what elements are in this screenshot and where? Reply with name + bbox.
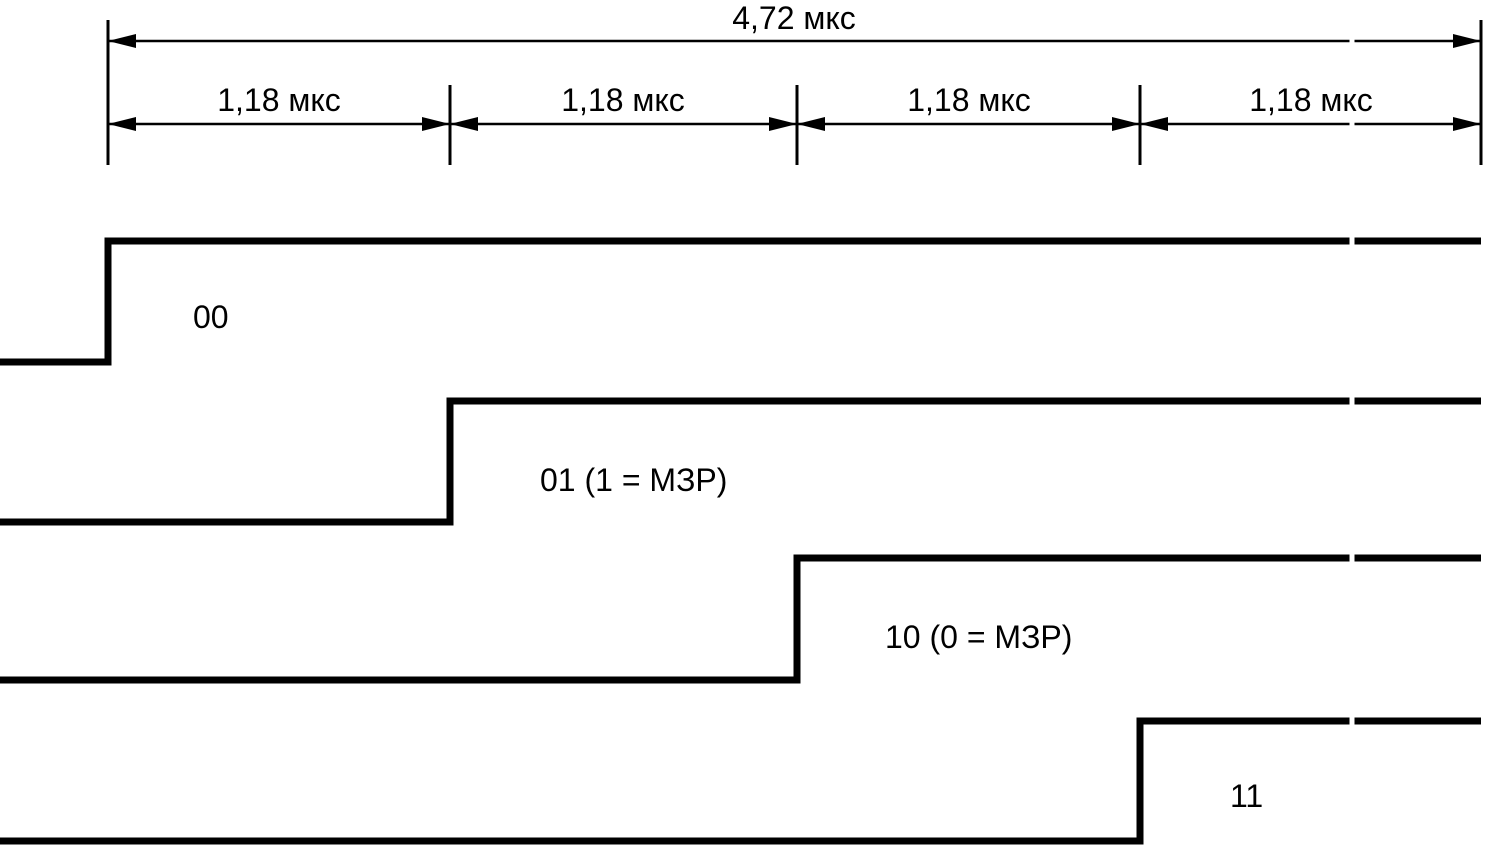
segment-arrow [422,117,450,131]
waveform-line-00 [0,237,1481,366]
segment-arrow [450,117,478,131]
waveform-label-10: 10 (0 = МЗР) [885,619,1072,655]
total-dimension: 4,72 мкс [108,0,1481,48]
segment-arrow [769,117,797,131]
segment-label-3: 1,18 мкс [907,82,1031,118]
segment-label-4: 1,18 мкс [1249,82,1373,118]
segment-label-2: 1,18 мкс [561,82,685,118]
waveform-line-10 [0,554,1481,684]
segment-arrow [1453,117,1481,131]
total-arrow-left [108,34,136,48]
waveform-01: 01 (1 = МЗР) [0,397,1481,526]
segment-arrow [1112,117,1140,131]
total-arrow-right [1453,34,1481,48]
waveform-label-11: 11 [1230,778,1263,814]
segment-arrow [1140,117,1168,131]
waveform-label-01: 01 (1 = МЗР) [540,462,727,498]
total-duration-label: 4,72 мкс [732,0,856,36]
waveform-00: 00 [0,237,1481,366]
segment-arrow [108,117,136,131]
segment-dimensions: 1,18 мкс 1,18 мкс 1,18 мкс 1,18 мкс [108,82,1481,131]
segment-arrow [797,117,825,131]
waveform-line-11 [0,717,1481,845]
waveform-line-01 [0,397,1481,526]
segment-label-1: 1,18 мкс [217,82,341,118]
waveform-11: 11 [0,717,1481,845]
waveform-10: 10 (0 = МЗР) [0,554,1481,684]
waveform-label-00: 00 [193,299,229,335]
